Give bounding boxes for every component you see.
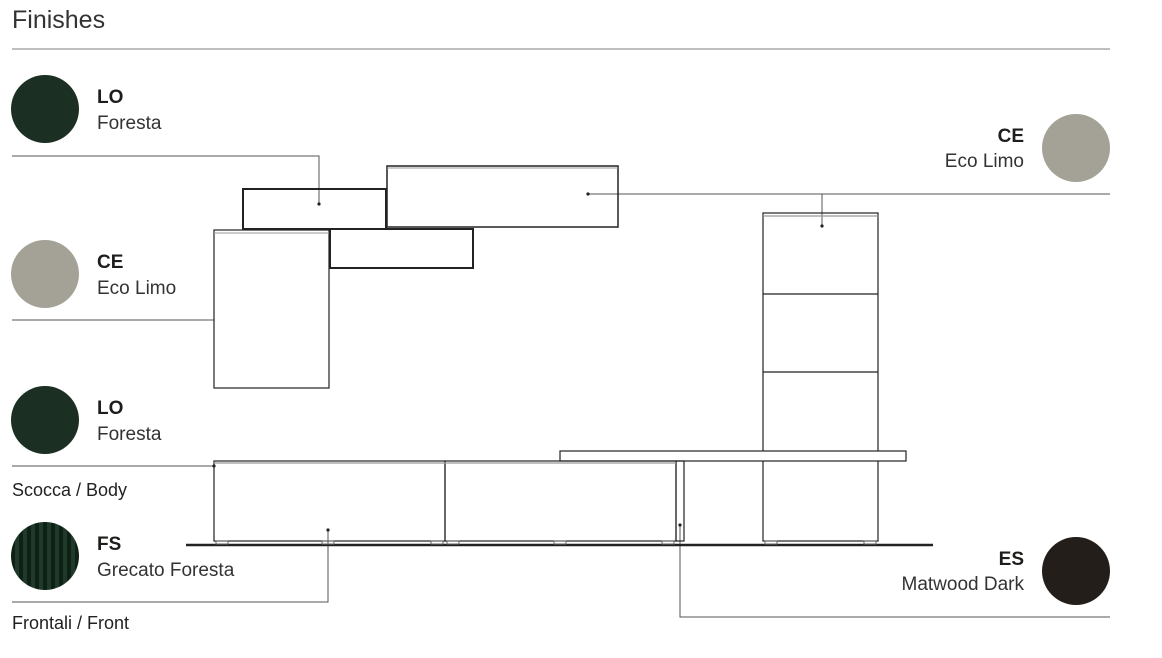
body-caption: Scocca / Body [12, 480, 128, 500]
tall-column [762, 212, 879, 542]
base-units [186, 450, 933, 547]
leader-lines [12, 155, 1110, 618]
swatch-lo-foresta [11, 386, 79, 454]
finish-code: ES [998, 549, 1024, 570]
swatch-es-matwood-dark [1042, 537, 1110, 605]
finish-code: CE [97, 252, 124, 273]
page-title: Finishes [12, 6, 106, 34]
finish-code: LO [97, 87, 124, 108]
finish-code: LO [97, 398, 124, 419]
front-caption: Frontali / Front [12, 613, 130, 633]
swatch-ce-eco-limo [1042, 114, 1110, 182]
swatch-ce-eco-limo [11, 240, 79, 308]
finish-code: CE [997, 126, 1024, 147]
finish-name: Eco Limo [97, 278, 177, 299]
wall-units [213, 165, 619, 389]
finish-name: Grecato Foresta [97, 560, 235, 581]
finish-name: Foresta [97, 424, 162, 445]
swatch-fs-grecato-foresta [11, 522, 79, 590]
finish-name: Eco Limo [944, 151, 1024, 172]
finish-name: Matwood Dark [901, 574, 1025, 595]
swatch-lo-foresta [11, 75, 79, 143]
finish-code: FS [97, 534, 122, 555]
finish-name: Foresta [97, 113, 162, 134]
